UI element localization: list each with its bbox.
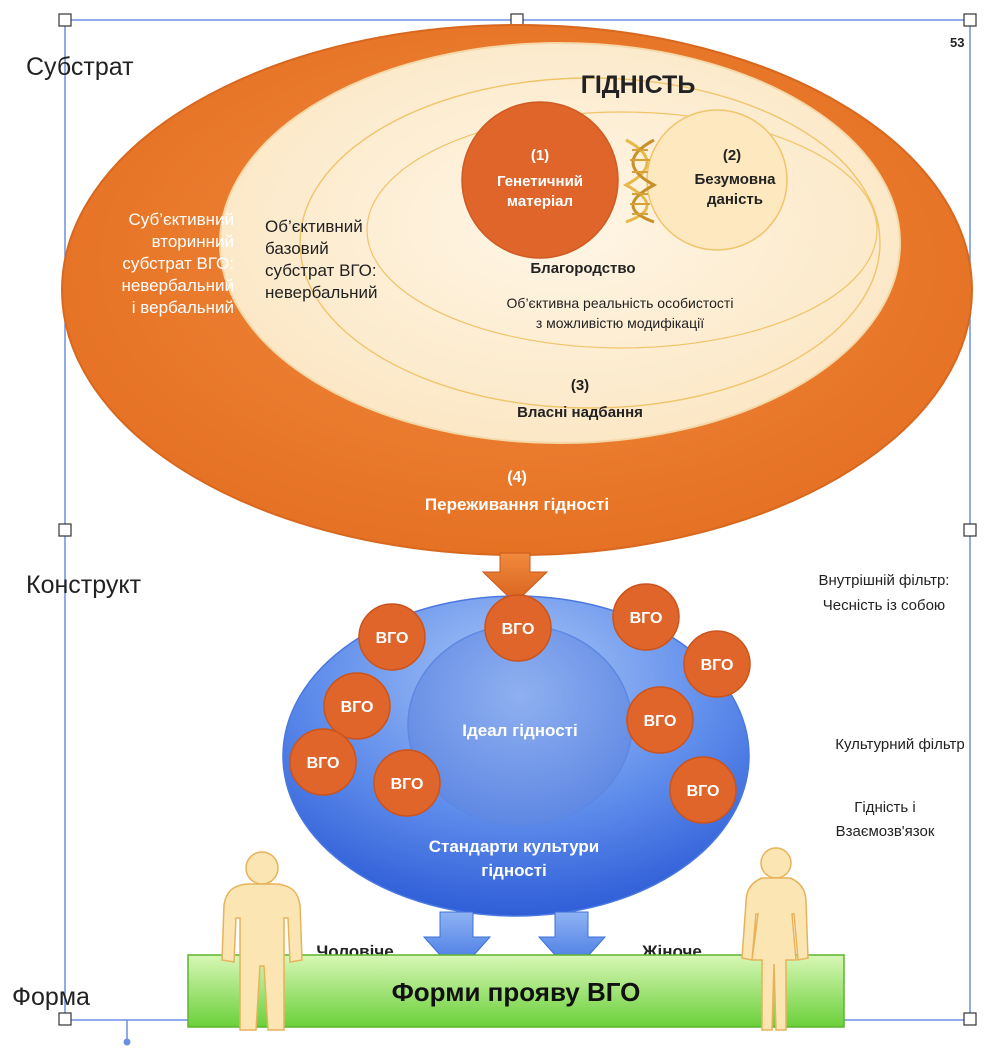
dna-icon: [622, 138, 658, 224]
objective-reality-text-line: Об’єктивна реальність особистості: [507, 295, 734, 311]
objective-substrate-text-line: базовий: [265, 239, 329, 258]
objective-substrate-text-line: невербальний: [265, 283, 378, 302]
subjective-substrate-text-line: Суб’єктивний: [129, 210, 234, 229]
vgo-bubble: ВГО: [626, 686, 694, 754]
construct-label: Конструкт: [26, 571, 142, 599]
inner-filter-text-line: Внутрішній фільтр:: [819, 572, 950, 589]
own-acquisitions-label: Власні надбання: [517, 404, 643, 421]
forms-box-label: Форми прояву ВГО: [392, 977, 641, 1007]
resize-handle-bottom-right[interactable]: [963, 1012, 977, 1026]
vgo-bubble: ВГО: [358, 603, 426, 671]
substrate-label: Субстрат: [26, 53, 134, 81]
orange-down-arrow: [481, 552, 549, 604]
unconditional-label-line: Безумовна: [694, 171, 776, 188]
dignity-title: ГІДНІСТЬ: [581, 71, 696, 99]
male-figure-icon: [221, 851, 303, 1031]
inner-filter-text: Внутрішній фільтр: Чесність із собою: [819, 572, 950, 614]
vgo-bubbles: ВГО ВГО ВГО ВГО ВГО ВГО ВГО ВГО ВГО: [289, 583, 751, 824]
resize-handle-top-right[interactable]: [963, 13, 977, 27]
form-label: Форма: [12, 983, 90, 1011]
relation-text-line: Взаємозв'язок: [836, 823, 935, 840]
vgo-bubble: ВГО: [683, 630, 751, 698]
genetic-label: Генетичний матеріал: [497, 173, 583, 210]
nobility-text: Благородство: [530, 260, 635, 277]
vgo-bubble: ВГО: [289, 728, 357, 796]
vgo-bubble: ВГО: [669, 756, 737, 824]
resize-handle-top-left[interactable]: [58, 13, 72, 27]
experience-number: (4): [507, 469, 527, 486]
vgo-bubble-label: ВГО: [376, 630, 409, 647]
vgo-bubble-label: ВГО: [630, 610, 663, 627]
anchor-handle[interactable]: [123, 1038, 131, 1046]
subjective-substrate-text-line: вторинний: [152, 232, 234, 251]
experience-label: Переживання гідності: [425, 495, 609, 514]
small-outline-ellipse: [366, 111, 878, 349]
cultural-filter-text: Культурний фільтр: [835, 736, 965, 753]
vgo-bubble-label: ВГО: [391, 776, 424, 793]
subjective-substrate-text-line: і вербальний: [132, 298, 234, 317]
vgo-bubble: ВГО: [373, 749, 441, 817]
vgo-bubble-label: ВГО: [687, 783, 720, 800]
subjective-substrate-text-line: невербальний: [121, 276, 234, 295]
resize-handle-middle-right[interactable]: [963, 523, 977, 537]
unconditional-label: Безумовна даність: [694, 171, 776, 208]
vgo-bubble-label: ВГО: [701, 657, 734, 674]
objective-substrate-text-line: субстрат ВГО:: [265, 261, 377, 280]
objective-reality-text: Об’єктивна реальність особистості з можли…: [507, 295, 734, 331]
genetic-label-line: Генетичний: [497, 173, 583, 190]
vgo-bubble: ВГО: [323, 672, 391, 740]
vgo-bubble: ВГО: [612, 583, 680, 651]
female-figure-icon: [741, 847, 809, 1031]
culture-standards-label-line: Стандарти культури: [429, 837, 600, 856]
genetic-label-line: матеріал: [507, 193, 573, 210]
inner-outline-ellipse: [299, 77, 881, 409]
subjective-substrate-text-line: субстрат ВГО:: [122, 254, 234, 273]
objective-substrate-text-line: Об’єктивний: [265, 217, 363, 236]
inner-filter-text-line: Чесність із собою: [823, 597, 945, 614]
culture-standards-label: Стандарти культури гідності: [429, 837, 600, 880]
relation-text: Гідність і Взаємозв'язок: [836, 799, 935, 840]
relation-text-line: Гідність і: [854, 799, 916, 816]
own-acquisitions-number: (3): [571, 377, 589, 394]
culture-standards-label-line: гідності: [481, 861, 547, 880]
vgo-bubble-label: ВГО: [502, 621, 535, 638]
subjective-substrate-text: Суб’єктивний вторинний субстрат ВГО: неверб…: [121, 210, 234, 317]
page-number: 53: [950, 35, 964, 50]
unconditional-label-line: даність: [707, 191, 763, 208]
genetic-number: (1): [531, 147, 549, 164]
vgo-bubble-label: ВГО: [644, 713, 677, 730]
objective-reality-text-line: з можливістю модифікації: [536, 315, 704, 331]
unconditional-number: (2): [723, 147, 741, 164]
vgo-bubble-label: ВГО: [307, 755, 340, 772]
ideal-label: Ідеал гідності: [462, 721, 577, 740]
vgo-bubble-label: ВГО: [341, 699, 374, 716]
vgo-bubble: ВГО: [484, 594, 552, 662]
objective-substrate-text: Об’єктивний базовий субстрат ВГО: невербаль…: [265, 217, 378, 302]
resize-handle-bottom-left[interactable]: [58, 1012, 72, 1026]
forms-box: [187, 954, 845, 1028]
resize-handle-middle-left[interactable]: [58, 523, 72, 537]
genetic-circle: [461, 101, 619, 259]
